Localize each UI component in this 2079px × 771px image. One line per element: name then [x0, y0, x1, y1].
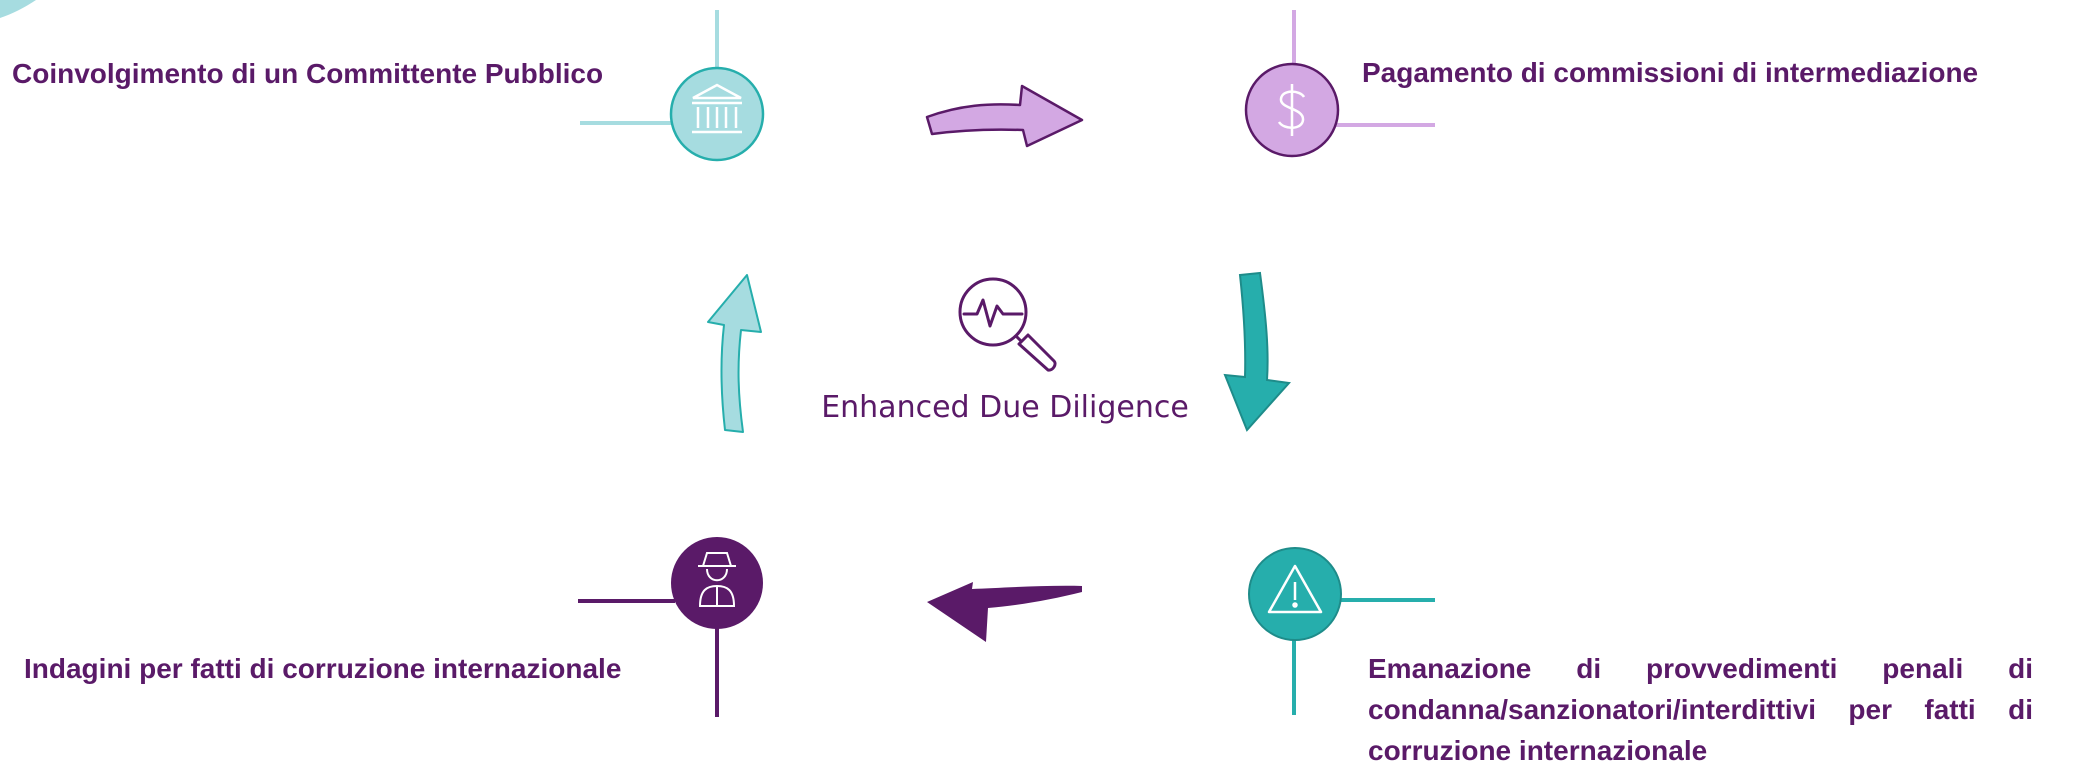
arrow-top	[925, 84, 1084, 148]
connector-bottom-left	[578, 599, 719, 717]
warning-icon	[1267, 564, 1323, 614]
connector-top-left	[580, 10, 719, 125]
label-bottom-right: Emanazione di provvedimenti penali di co…	[1368, 653, 2033, 766]
arrow-bottom	[927, 582, 1082, 642]
node-top-right	[1244, 62, 1340, 158]
center-title: Enhanced Due Diligence	[821, 390, 1189, 425]
label-bottom-left: Indagini per fatti di corruzione interna…	[24, 653, 622, 684]
dollar-icon	[1277, 84, 1306, 136]
bank-icon	[692, 83, 742, 134]
corner-decoration	[0, 0, 36, 18]
label-top-right: Pagamento di commissioni di intermediazi…	[1362, 57, 1979, 88]
connector-bottom-right	[1292, 598, 1435, 715]
node-top-left	[669, 66, 765, 162]
arrow-right	[1223, 271, 1291, 432]
arrow-left	[707, 274, 762, 433]
label-top-left: Coinvolgimento di un Committente Pubblic…	[12, 58, 604, 89]
node-bottom-left	[671, 537, 763, 629]
node-bottom-right	[1248, 547, 1342, 641]
connector-top-right	[1292, 10, 1435, 127]
magnifier-pulse-icon	[958, 277, 1057, 372]
detective-icon	[698, 552, 736, 607]
